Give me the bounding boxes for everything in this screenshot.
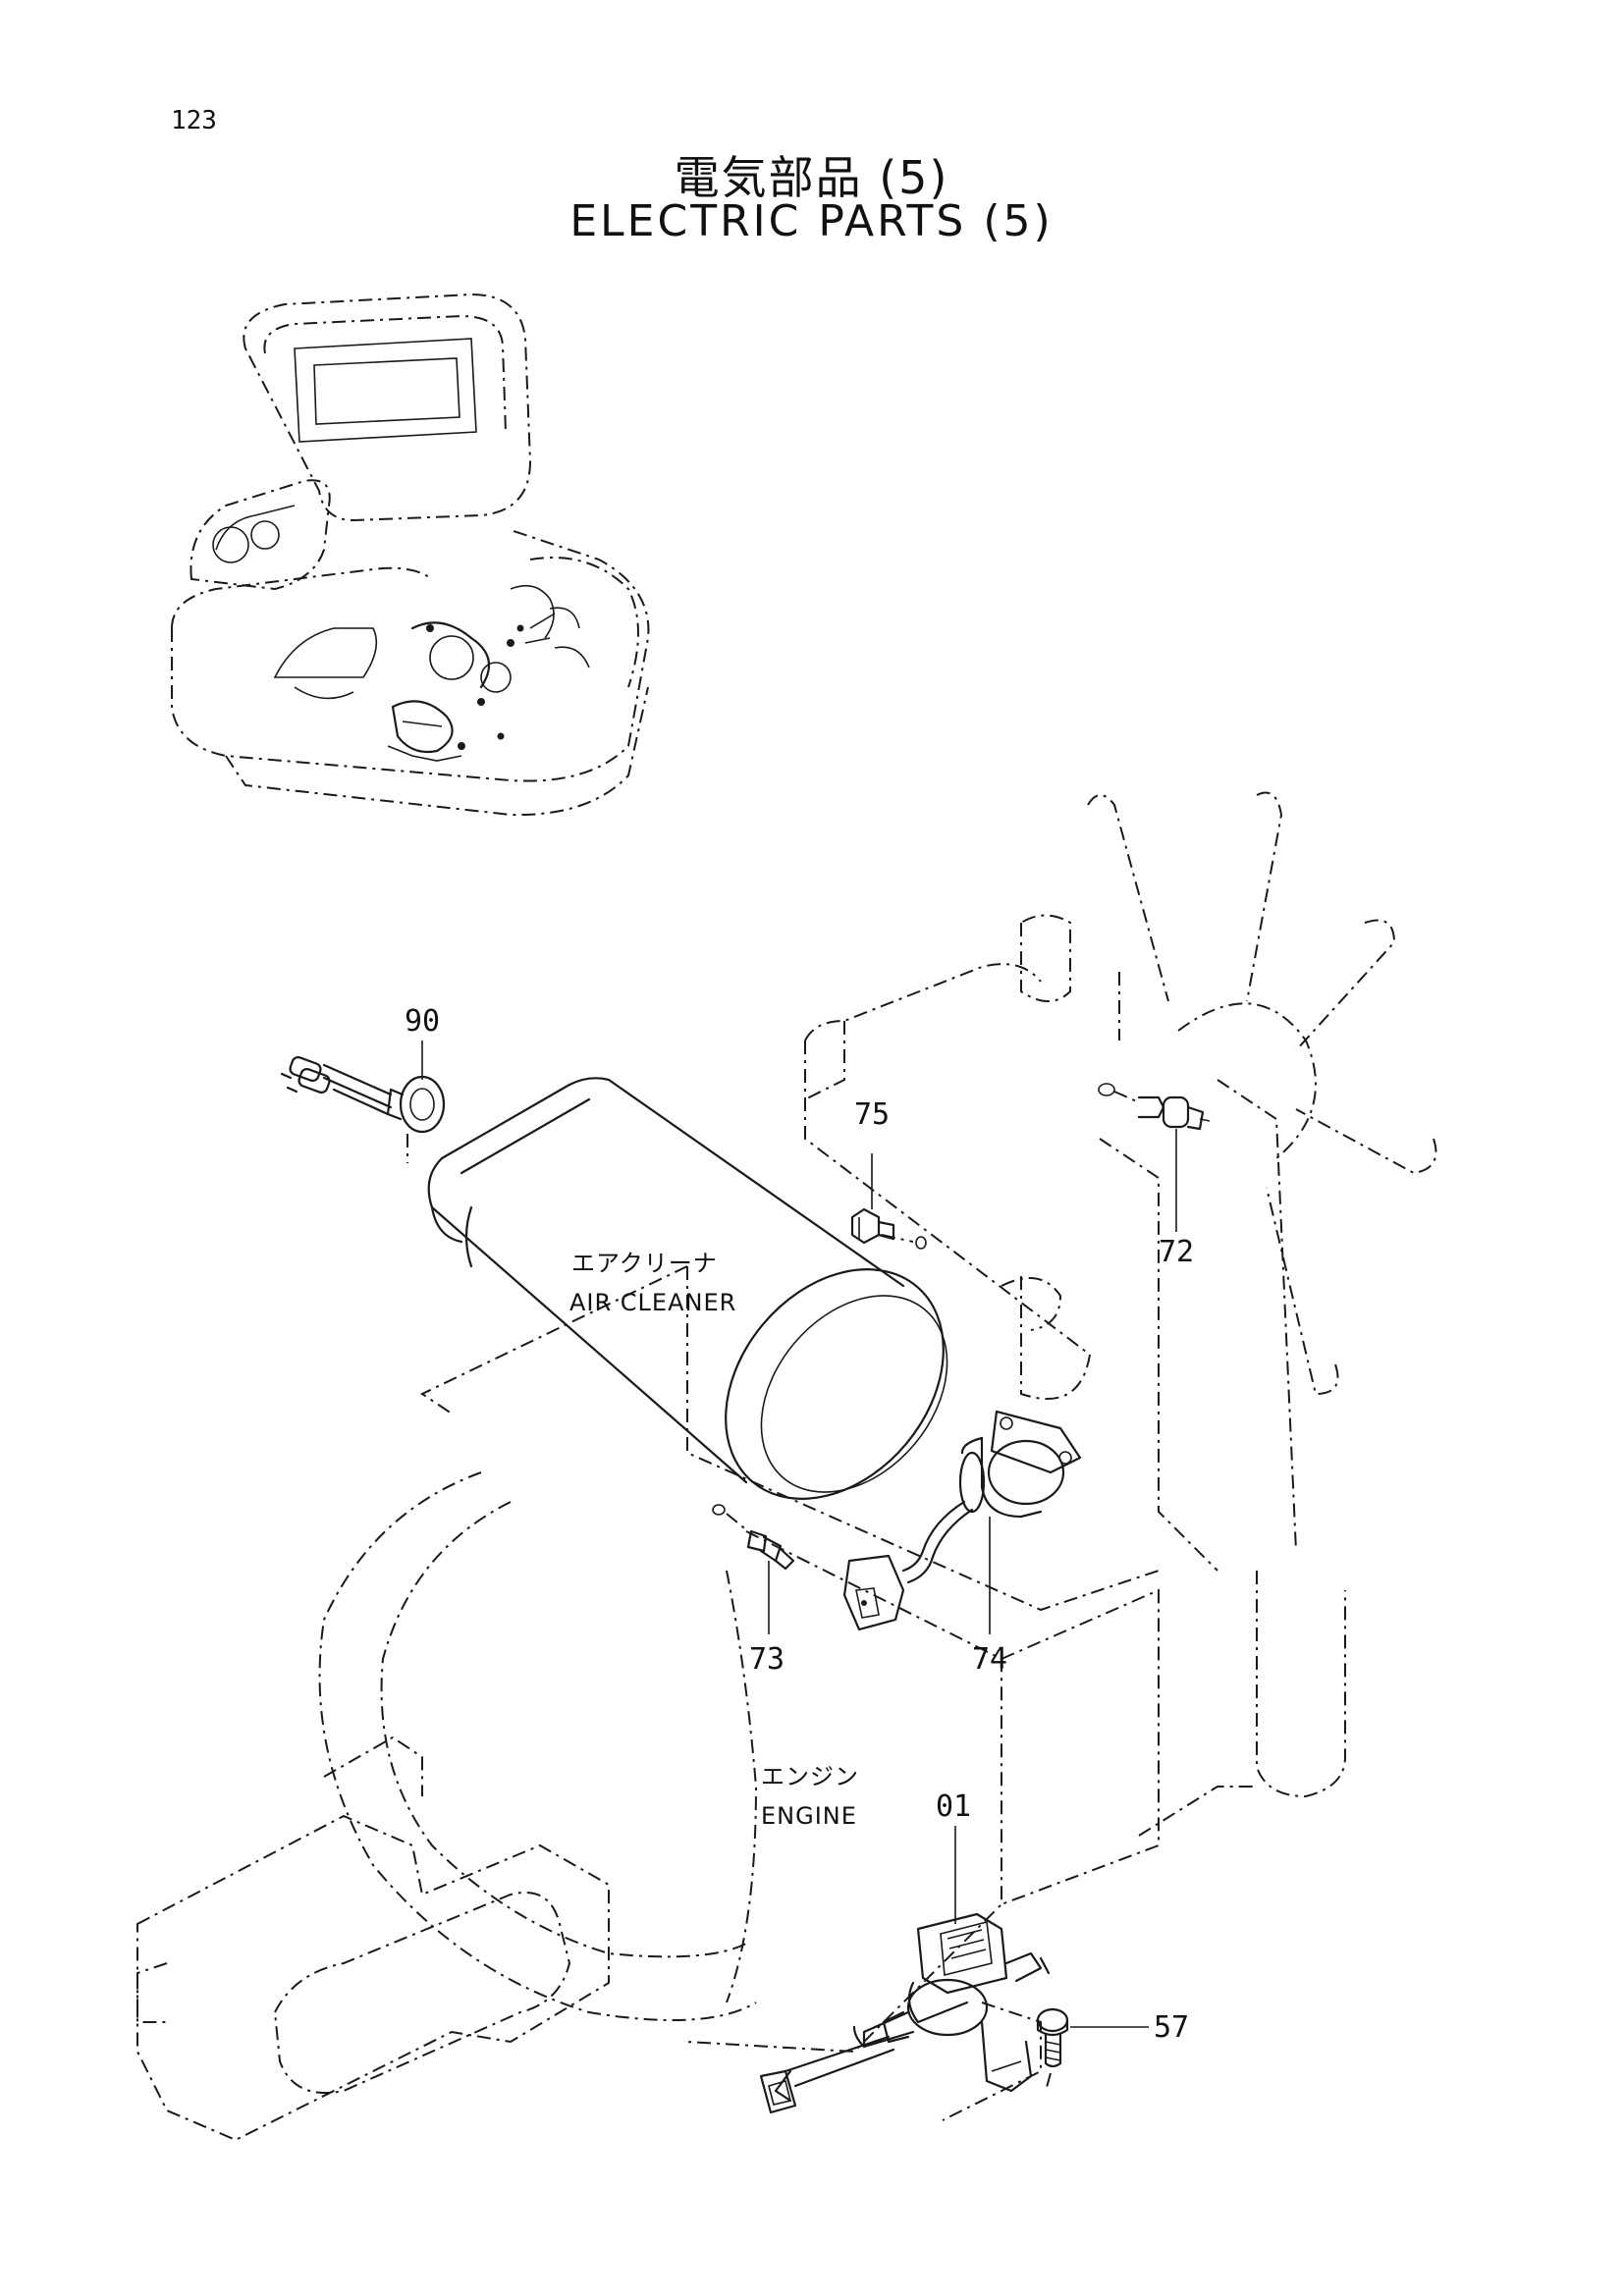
air-cleaner-label-en: AIR CLEANER xyxy=(569,1289,736,1316)
engine-outline xyxy=(136,791,1437,2142)
air-cleaner-label-jp: エアクリーナ xyxy=(571,1250,718,1277)
callout-74: 74 xyxy=(972,1642,1007,1677)
callout-01: 01 xyxy=(936,1789,971,1824)
part-74-solenoid xyxy=(842,1410,1082,1631)
part-57-bolt xyxy=(1036,2007,1069,2092)
callout-73: 73 xyxy=(749,1642,784,1677)
part-90-sensor xyxy=(280,1056,446,1134)
part-01-fuel-pump xyxy=(759,1912,1051,2114)
part-73-sensor xyxy=(712,1504,795,1571)
title-japanese: 電気部品 (5) xyxy=(674,151,949,204)
part-75-switch xyxy=(850,1207,927,1250)
callout-57: 57 xyxy=(1154,2010,1189,2045)
title-english: ELECTRIC PARTS (5) xyxy=(569,196,1054,246)
excavator-overview-illustration xyxy=(171,293,650,817)
callout-75: 75 xyxy=(854,1097,890,1132)
part-72-pressure-switch xyxy=(1098,1083,1211,1131)
engine-label-en: ENGINE xyxy=(761,1802,857,1830)
engine-label-jp: エンジン xyxy=(761,1763,859,1790)
callout-90: 90 xyxy=(405,1004,440,1039)
callout-72: 72 xyxy=(1159,1235,1194,1269)
page-number: 123 xyxy=(171,106,217,135)
leader-lines xyxy=(406,1041,1177,2028)
air-cleaner-illustration xyxy=(427,1077,948,1500)
